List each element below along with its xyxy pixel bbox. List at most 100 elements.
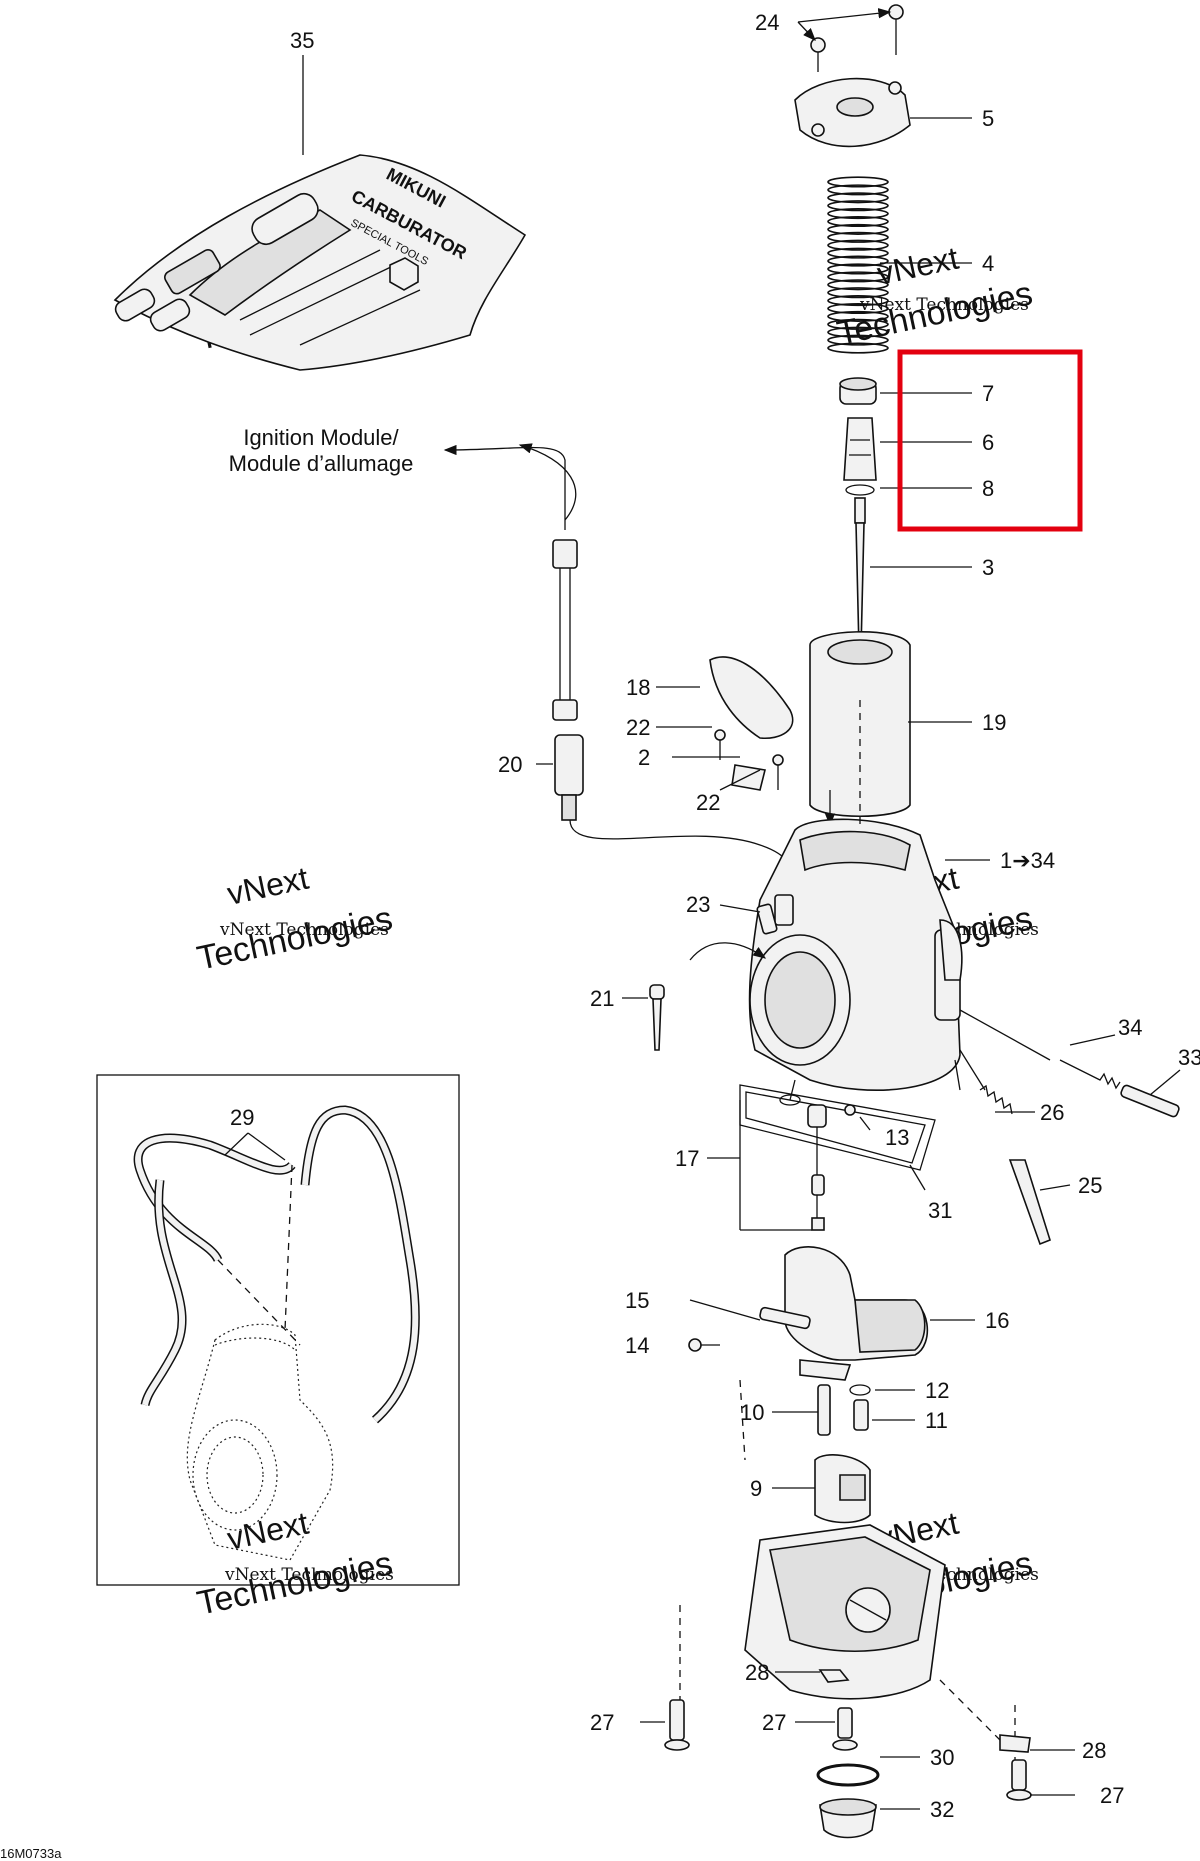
bowl-fasteners [664,1605,1032,1839]
callout-4: 4 [982,251,994,276]
figure-code: 16M0733a [0,1846,62,1861]
callout-20: 20 [498,752,522,777]
screws-24 [797,4,904,72]
spring-coil [827,208,889,220]
vent-hose-inset [96,1074,460,1586]
spring-coil [827,231,889,243]
callout-10: 10 [740,1400,764,1425]
float-bowl [744,1524,946,1700]
ignition-module-label-fr: Module d’allumage [229,451,414,476]
callout-21: 21 [590,986,614,1011]
spring-coil [827,176,889,188]
tool-kit-pouch: MIKUNI CARBURATOR SPECIAL TOOLS [113,154,527,371]
callout-22: 22 [696,790,720,815]
air-screw-33 [959,1009,1180,1118]
callout-18: 18 [626,675,650,700]
watermark-company: vNext Technologies [219,920,389,940]
callout-13: 13 [885,1125,909,1150]
callout-26: 26 [1040,1100,1064,1125]
baffle-9 [814,1454,871,1524]
spring-coil [827,200,889,212]
spring-coil [827,263,889,275]
callout-31: 31 [928,1198,952,1223]
carburetor-top-cap [794,77,911,148]
watermark-mid-left: vNext Technologies vNext Technologies [194,860,396,978]
spring-coil [827,239,889,251]
callout-2: 2 [638,745,650,770]
spring-coil [827,279,889,291]
callout-24: 24 [755,10,779,35]
spring-coil [827,255,889,267]
callout-12: 12 [925,1378,949,1403]
callout-22: 22 [626,715,650,740]
spring-coil [827,302,889,315]
spring-coil [827,342,889,354]
callout-28: 28 [745,1660,769,1685]
callout-17: 17 [675,1146,699,1171]
callout-27: 27 [762,1710,786,1735]
screw-14 [688,1338,720,1352]
spring-coil [827,318,889,330]
callout-25: 25 [1078,1173,1102,1198]
spring-coil [827,295,889,307]
callout-23: 23 [686,892,710,917]
spring-4 [827,176,889,354]
callout-27: 27 [1100,1783,1124,1808]
screw-23 [756,903,778,935]
ignition-sensor-assembly [443,443,793,881]
spring-coil [827,271,889,283]
callout-32: 32 [930,1797,954,1822]
callout-7: 7 [982,381,994,406]
callout-15: 15 [625,1288,649,1313]
callout-9: 9 [750,1476,762,1501]
callout-11: 11 [925,1408,948,1433]
spring-coil [827,310,889,322]
callout-14: 14 [625,1333,649,1358]
callout-29: 29 [230,1105,254,1130]
spring-coil [827,215,889,228]
needle-holder-6 [843,417,877,481]
throttle-slide-19 [809,631,911,827]
highlight-box [897,349,1083,532]
jet-needle-3 [854,497,866,651]
needle-retainer-7 [839,377,877,405]
callout-28: 28 [1082,1738,1106,1763]
carburetor-body [748,818,963,1101]
callout-30: 30 [930,1745,954,1770]
ignition-module-label-en: Ignition Module/ [243,425,399,450]
callout-35: 35 [290,28,314,53]
e-clip-8 [845,484,875,496]
callout-5: 5 [982,106,994,131]
callout-6: 6 [982,430,994,455]
needle-valve-13 [807,1104,827,1231]
callout-16: 16 [985,1308,1009,1333]
callout-3: 3 [982,555,994,580]
watermark-company: vNext Technologies [224,1565,394,1585]
callout-8: 8 [982,476,994,501]
callout-34: 34 [1118,1015,1142,1040]
spring-coil [827,326,889,338]
spring-coil [827,223,889,235]
callout-labels: 24 5 35 4 7 6 8 3 18 22 2 19 20 22 1➔34 … [230,10,1200,1822]
o-ring-12 [849,1384,871,1396]
watermark-company: vNext Technologies [859,295,1029,315]
pilot-screw-21 [649,984,665,1051]
callout-33: 33 [1178,1045,1200,1070]
pilot-jet-11 [853,1399,869,1431]
spring-coil [827,184,889,196]
leader-lines [302,55,1181,1810]
callout-19: 19 [982,710,1006,735]
callout-1-34: 1➔34 [1000,848,1055,873]
watermark-bottom-left: vNext Technologies vNext Technologies [194,1505,396,1623]
spring-coil [827,192,889,204]
callout-27: 27 [590,1710,614,1735]
float-16 [689,1246,929,1381]
spring-coil [827,287,889,299]
cable-plate-18 [709,656,794,791]
spring-coil [827,247,889,259]
watermark-word-vnext: vNext [224,860,312,912]
idle-spring-26-screw-25 [959,1049,1051,1246]
spring-coil [827,334,889,346]
main-jet-10 [817,1384,831,1436]
